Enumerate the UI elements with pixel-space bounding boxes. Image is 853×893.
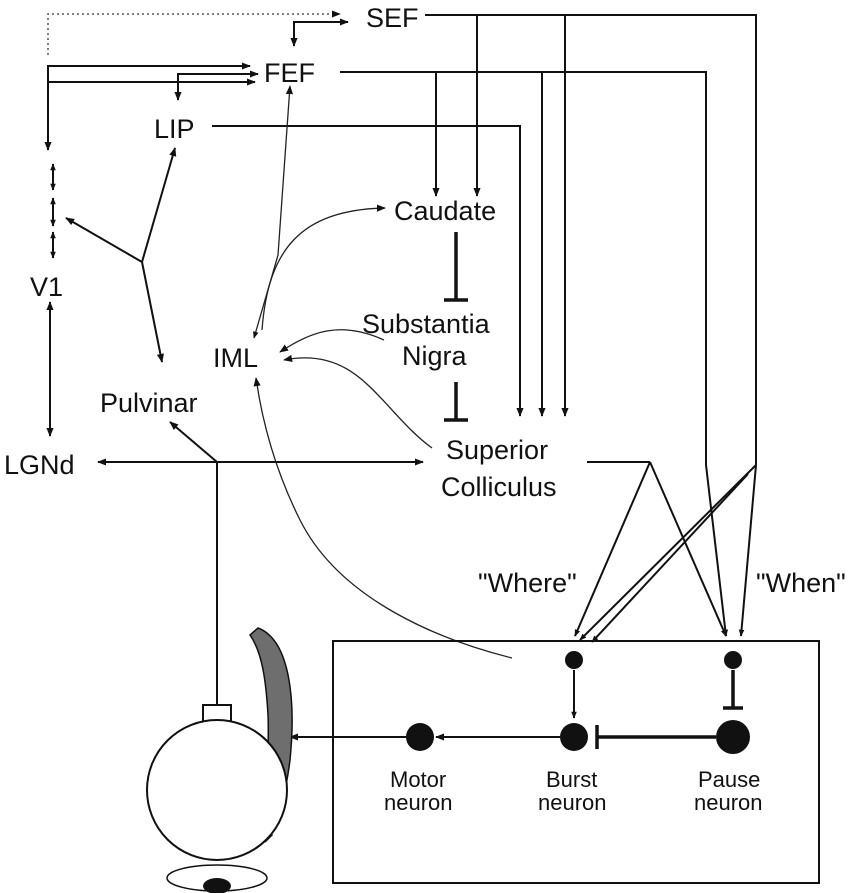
label-burst: Burst xyxy=(546,767,597,792)
sef-burst-link xyxy=(579,464,757,641)
label-sef: SEF xyxy=(366,3,419,33)
pause-burst-inhibit xyxy=(595,725,716,749)
iml-caudate-link xyxy=(261,204,386,331)
eye-pupil xyxy=(203,878,231,893)
label-motor-neuron: neuron xyxy=(384,790,453,815)
label-superior: Superior xyxy=(446,435,548,465)
label-motor: Motor xyxy=(390,767,446,792)
fef-main-line xyxy=(340,71,707,465)
sef-pause-link xyxy=(738,464,757,637)
label-v1: V1 xyxy=(30,272,63,302)
label-pulvinar: Pulvinar xyxy=(100,388,198,418)
pulvinar-fan-v1 xyxy=(65,217,143,263)
label-lip: LIP xyxy=(154,114,195,144)
sef-main-line xyxy=(425,14,757,465)
fef-pause-link xyxy=(705,464,729,637)
v1-sef-dotted-link xyxy=(47,10,341,55)
eyeball xyxy=(146,719,288,861)
label-where: "Where" xyxy=(478,568,577,598)
brainstem-iml-link xyxy=(253,377,513,659)
pause-input-to-pause xyxy=(723,670,743,710)
v1-fef-link xyxy=(44,62,251,151)
pause-neuron-node xyxy=(716,720,750,754)
fef-lip-link xyxy=(174,70,259,101)
burst-input-node xyxy=(565,651,583,669)
brainstem-box xyxy=(332,640,820,884)
retina-to-pulvinar xyxy=(169,421,218,463)
label-nigra: Nigra xyxy=(402,341,468,371)
sc-burst-link xyxy=(574,461,651,637)
label-pause: Pause xyxy=(698,767,760,792)
nigra-iml-link xyxy=(279,329,385,353)
label-colliculus: Colliculus xyxy=(441,472,557,502)
pause-input-node xyxy=(724,651,742,669)
fef-iml-link xyxy=(253,85,294,339)
motor-neuron-node xyxy=(406,723,434,751)
pulvinar-fan-stem xyxy=(141,261,164,363)
burst-neuron-node xyxy=(560,723,588,751)
sc-iml-link xyxy=(283,354,433,449)
label-iml: IML xyxy=(213,343,258,373)
caudate-nigra-inhibit xyxy=(444,232,468,302)
label-burst-neuron: neuron xyxy=(538,790,607,815)
nigra-sc-inhibit xyxy=(444,382,468,422)
pulvinar-fan-lip xyxy=(141,147,177,263)
label-pause-neuron: neuron xyxy=(694,790,763,815)
label-when: "When" xyxy=(756,568,846,598)
lip-sc-link xyxy=(212,125,524,417)
label-fef: FEF xyxy=(264,58,315,88)
sc-pause-link xyxy=(649,461,727,637)
label-caudate: Caudate xyxy=(394,196,496,226)
fef-burst-link xyxy=(591,473,749,643)
sef-fef-link xyxy=(290,18,349,47)
label-substantia: Substantia xyxy=(362,309,491,339)
label-lgnd: LGNd xyxy=(4,450,75,480)
